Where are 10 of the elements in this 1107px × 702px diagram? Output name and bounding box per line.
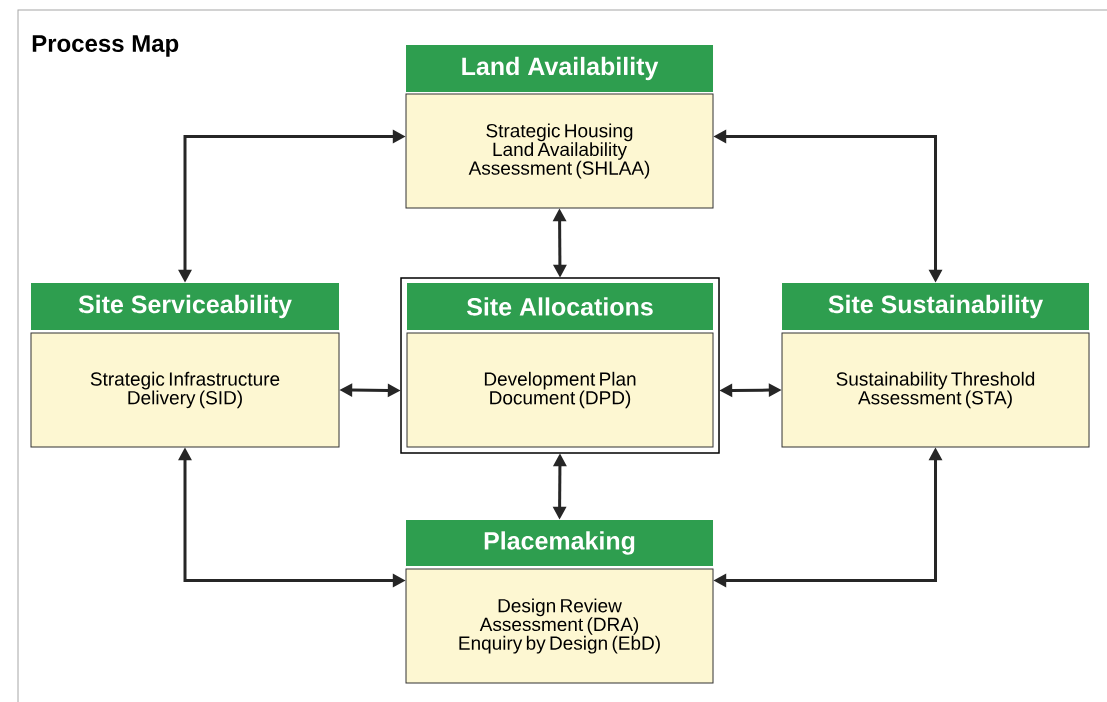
titled-box: Site Serviceability Strategic Infrastructure Delivery (SID) <box>30 283 340 448</box>
node-label: Land Availability <box>462 56 659 81</box>
node-label: Site Sustainability <box>828 294 1044 319</box>
node-label: Site Serviceability <box>78 294 292 319</box>
node-label: Placemaking <box>484 531 635 555</box>
title: Process Map <box>32 35 179 57</box>
titled-box: Site Allocations Development Plan Document (DPD) <box>400 277 720 454</box>
titled-box: Placemaking Design Review Assessment (DRA) Enquiry by Design (EbD) <box>405 520 714 684</box>
titled-box: Site Sustainability Sustainability Threshold Assessment (STA) <box>781 283 1090 448</box>
titled-box: Land Availability Strategic Housing Land Availability Assessment (SHLAA) <box>405 45 714 209</box>
